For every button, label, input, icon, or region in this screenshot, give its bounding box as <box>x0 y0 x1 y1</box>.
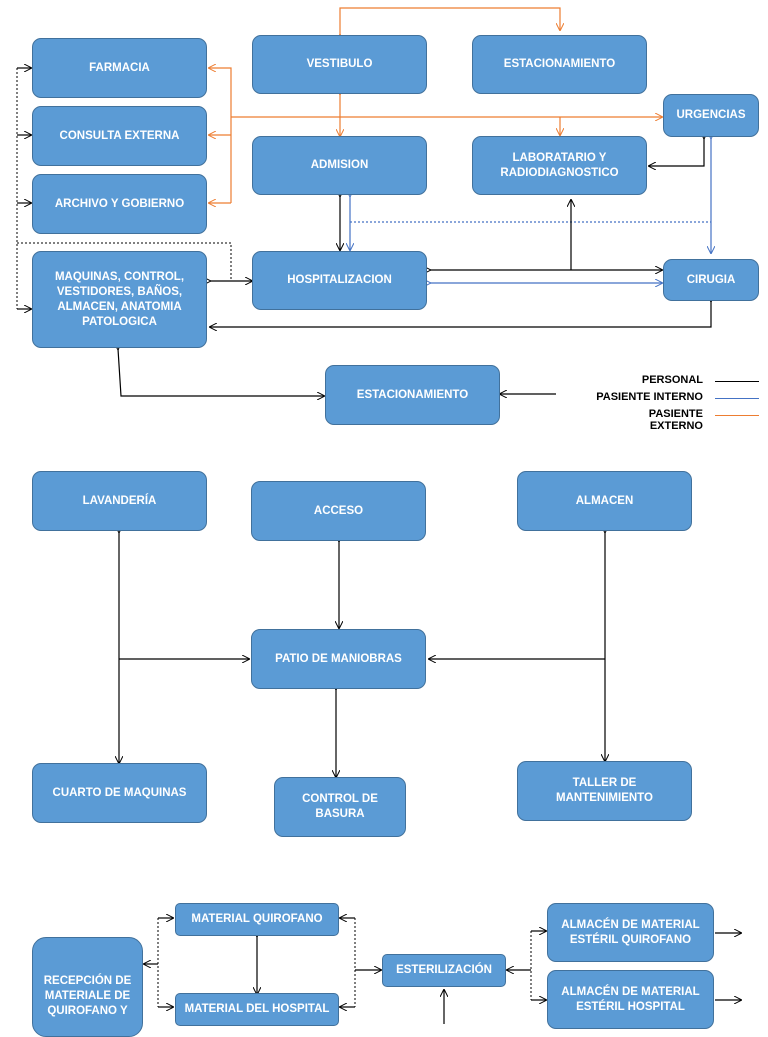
box-farmacia: FARMACIA <box>32 38 207 98</box>
left-bus-arrows <box>17 68 31 309</box>
box-urgencias: URGENCIAS <box>663 94 759 137</box>
legend-personal-line <box>715 381 759 382</box>
box-patio-maniobras: PATIO DE MANIOBRAS <box>251 629 426 689</box>
connector-vestibulo-estacionamiento <box>340 7 560 35</box>
diagram3-dotted <box>157 918 532 1007</box>
label-material-hospital: MATERIAL DEL HOSPITAL <box>184 1003 330 1015</box>
connector-maquinas-estacionamiento <box>118 349 324 396</box>
label-vestibulo: VESTIBULO <box>306 58 373 70</box>
label-laboratorio: LABORATARIO Y RADIODIAGNOSTICO <box>500 151 619 179</box>
legend-personal-label: PERSONAL <box>641 374 703 386</box>
label-lavanderia: LAVANDERÍA <box>82 494 157 507</box>
label-estacionamiento-bottom: ESTACIONAMIENTO <box>356 388 469 401</box>
label-consulta-externa: CONSULTA EXTERNA <box>59 129 180 142</box>
label-cuarto-maquinas: CUARTO DE MAQUINAS <box>52 786 187 799</box>
label-acceso: ACCESO <box>313 504 364 517</box>
label-maquinas-control: MAQUINAS, CONTROL, VESTIDORES, BAÑOS, AL… <box>54 270 185 328</box>
box-lavanderia: LAVANDERÍA <box>32 471 207 531</box>
box-recepcion-material: RECEPCIÓN DE MATERIALE DE QUIROFANO Y <box>32 937 143 1037</box>
box-taller-mantenimiento: TALLER DE MANTENIMIENTO <box>517 761 692 821</box>
legend-interno-line <box>715 398 759 399</box>
personal-connectors <box>118 138 711 396</box>
label-cirugia: CIRUGIA <box>686 273 736 286</box>
label-recepcion-material: RECEPCIÓN DE MATERIALE DE QUIROFANO Y <box>43 975 132 1017</box>
box-maquinas-control: MAQUINAS, CONTROL, VESTIDORES, BAÑOS, AL… <box>32 251 207 348</box>
box-acceso: ACCESO <box>251 481 426 541</box>
label-almacen-esteril-quirofano: ALMACÉN DE MATERIAL ESTÉRIL QUIROFANO <box>561 918 700 946</box>
box-estacionamiento-top: ESTACIONAMIENTO <box>472 35 647 94</box>
label-almacen-esteril-hospital: ALMACÉN DE MATERIAL ESTÉRIL HOSPITAL <box>561 985 700 1013</box>
box-control-basura: CONTROL DE BASURA <box>274 777 406 837</box>
box-material-hospital: MATERIAL DEL HOSPITAL <box>175 993 339 1026</box>
box-almacen-esteril-hospital: ALMACÉN DE MATERIAL ESTÉRIL HOSPITAL <box>547 970 714 1029</box>
label-admision: ADMISION <box>310 159 369 171</box>
label-patio-maniobras: PATIO DE MANIOBRAS <box>275 652 402 665</box>
legend-externo-line <box>715 415 759 416</box>
label-urgencias: URGENCIAS <box>676 109 746 121</box>
box-laboratorio: LABORATARIO Y RADIODIAGNOSTICO <box>472 136 647 195</box>
pasiente-externo-connectors <box>209 7 662 203</box>
diagram3-connectors <box>144 918 741 1024</box>
diagram2-connectors <box>119 532 605 777</box>
box-cirugia: CIRUGIA <box>663 259 759 301</box>
box-almacen-esteril-quirofano: ALMACÉN DE MATERIAL ESTÉRIL QUIROFANO <box>547 903 714 962</box>
legend-interno-label: PASIENTE INTERNO <box>596 391 703 403</box>
pasiente-interno-connectors <box>350 138 711 283</box>
box-admision: ADMISION <box>252 136 427 195</box>
box-material-quirofano: MATERIAL QUIROFANO <box>175 903 339 936</box>
label-material-quirofano: MATERIAL QUIROFANO <box>191 913 323 925</box>
label-control-basura: CONTROL DE BASURA <box>302 793 378 820</box>
box-esterilizacion: ESTERILIZACIÓN <box>382 954 506 987</box>
box-archivo-gobierno: ARCHIVO Y GOBIERNO <box>32 174 207 234</box>
box-almacen: ALMACEN <box>517 471 692 531</box>
left-dotted-bus <box>16 68 232 309</box>
box-cuarto-maquinas: CUARTO DE MAQUINAS <box>32 763 207 823</box>
connector-cirugia-maquinas <box>210 301 711 327</box>
box-vestibulo: VESTIBULO <box>252 35 427 94</box>
box-estacionamiento-bottom: ESTACIONAMIENTO <box>325 365 500 425</box>
label-estacionamiento-top: ESTACIONAMIENTO <box>503 58 616 70</box>
box-hospitalizacion: HOSPITALIZACION <box>252 251 427 310</box>
label-archivo-gobierno: ARCHIVO Y GOBIERNO <box>54 197 185 210</box>
label-hospitalizacion: HOSPITALIZACION <box>287 274 392 286</box>
legend-externo-label: PASIENTE EXTERNO <box>648 408 703 432</box>
label-almacen: ALMACEN <box>575 494 634 507</box>
label-esterilizacion: ESTERILIZACIÓN <box>396 964 492 976</box>
connector-hub-farmacia <box>209 68 232 203</box>
box-consulta-externa: CONSULTA EXTERNA <box>32 106 207 166</box>
connector-urgencias-laboratorio <box>649 138 704 166</box>
label-farmacia: FARMACIA <box>89 61 150 74</box>
label-taller-mantenimiento: TALLER DE MANTENIMIENTO <box>556 777 653 804</box>
